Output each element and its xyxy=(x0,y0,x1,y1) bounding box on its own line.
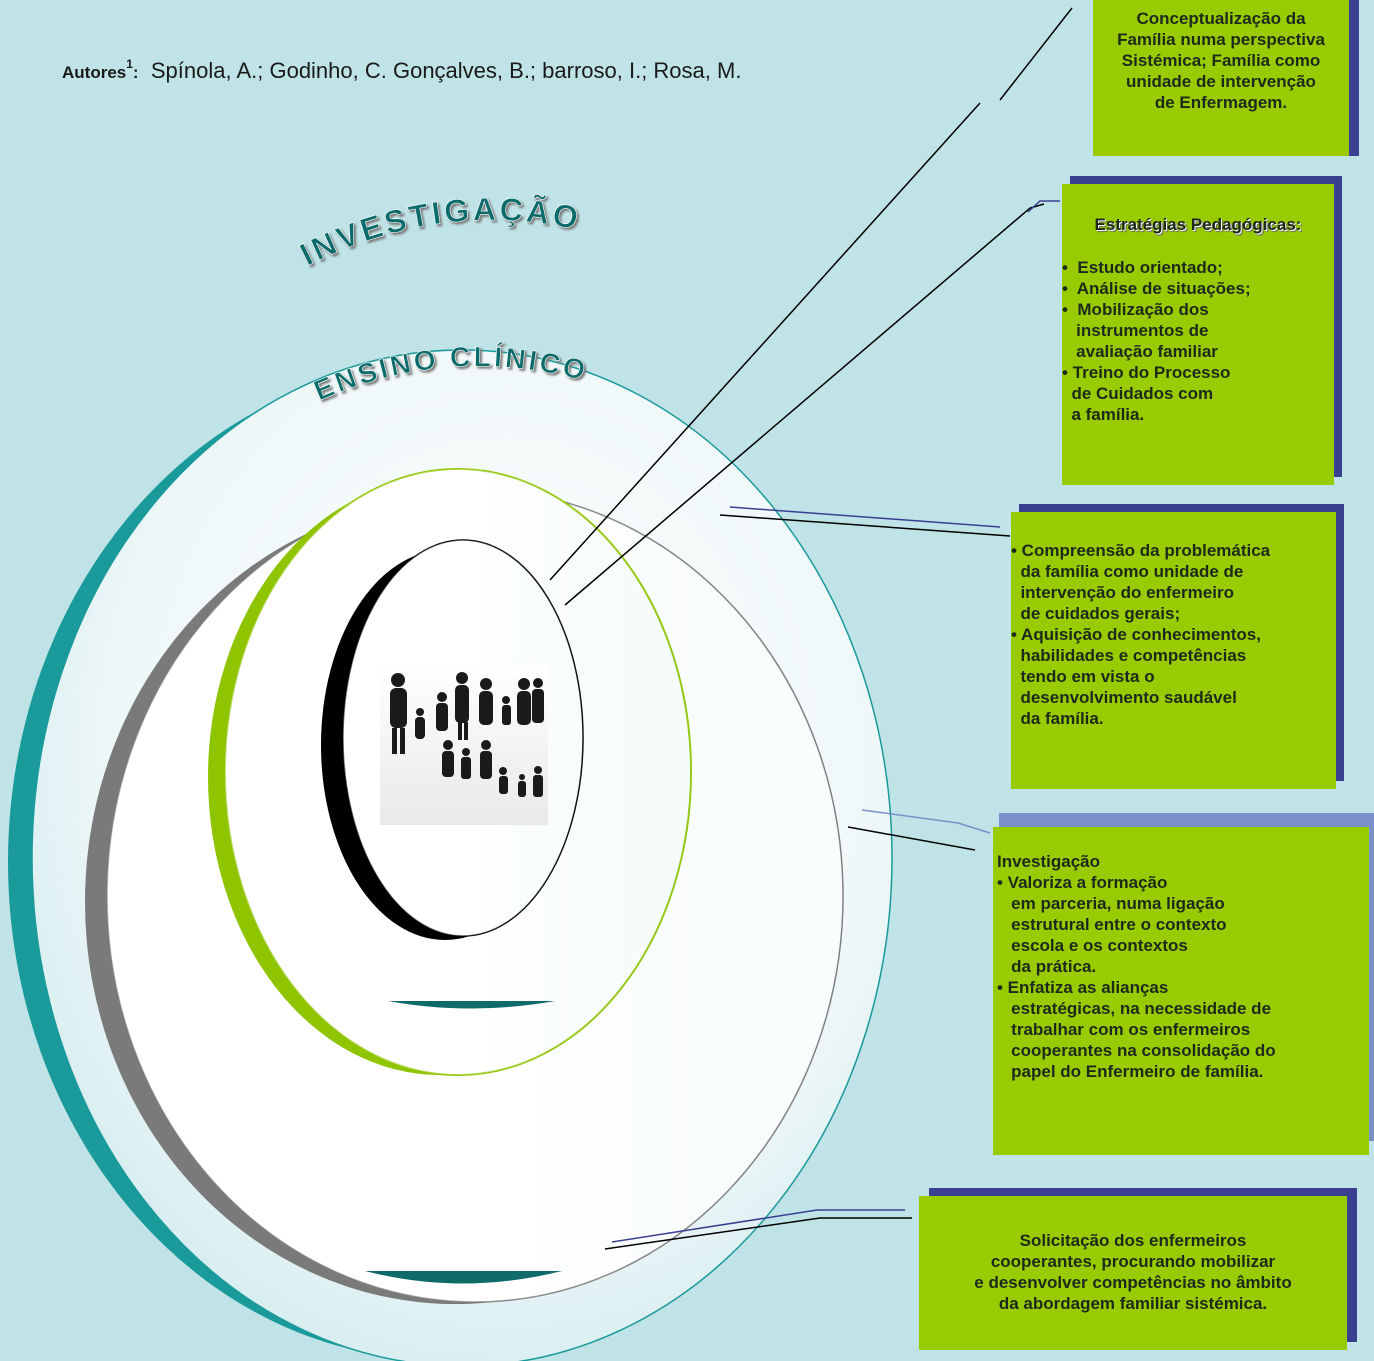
box-line: • Treino do Processo xyxy=(1062,363,1231,382)
box-research: Investigação • Valoriza a formação em pa… xyxy=(993,827,1369,1155)
box-line: • Enfatiza as alianças xyxy=(997,978,1169,997)
teal-bar-outer xyxy=(365,1271,562,1284)
box-line: trabalhar com os enfermeiros xyxy=(997,1020,1251,1039)
box-line: cooperantes, procurando mobilizar xyxy=(990,1252,1276,1271)
box-line: tendo em vista o xyxy=(1011,667,1155,686)
connector-ring-to-box5 xyxy=(604,1217,912,1250)
box-line: • Compreensão da problemática xyxy=(1011,541,1271,560)
box-line: papel do Enfermeiro de família. xyxy=(997,1062,1264,1081)
box-line: de cuidados gerais; xyxy=(1011,604,1181,623)
box-line: de Enfermagem. xyxy=(1154,93,1288,112)
connector-ring-to-box4 xyxy=(847,826,976,851)
box-line: da família. xyxy=(1011,709,1104,728)
box-line: habilidades e competências xyxy=(1011,646,1247,665)
box-line: e desenvolver competências no âmbito xyxy=(974,1273,1292,1292)
box-line: Sistémica; Família como xyxy=(1121,51,1321,70)
box-line: de Cuidados com xyxy=(1062,384,1214,403)
box-heading: Estratégias Pedagógicas: xyxy=(1094,215,1302,234)
connectors xyxy=(549,7,1073,1250)
box-line: • Análise de situações; xyxy=(1062,279,1251,298)
box-line: estrutural entre o contexto xyxy=(997,915,1227,934)
box-line: • Mobilização dos xyxy=(1062,300,1209,319)
box-line: escola e os contextos xyxy=(997,936,1188,955)
box-line: • Aquisição de conhecimentos, xyxy=(1011,625,1261,644)
authors-names: Spínola, A.; Godinho, C. Gonçalves, B.; … xyxy=(150,58,742,83)
box-line: da família como unidade de xyxy=(1011,562,1244,581)
box-line: Família numa perspectiva xyxy=(1117,30,1325,49)
box-line: Solicitação dos enfermeiros xyxy=(1019,1231,1247,1250)
box-nurses: Solicitação dos enfermeiros cooperantes,… xyxy=(919,1196,1347,1350)
authors-colon: : xyxy=(132,63,139,82)
box-line: cooperantes na consolidação do xyxy=(997,1041,1276,1060)
connector-ring-to-box5-blue xyxy=(611,1209,905,1243)
connector-core-to-box1 xyxy=(549,102,981,581)
connector-ring-to-box3-blue xyxy=(729,506,1001,528)
connector-box1-top xyxy=(999,7,1073,101)
box-line: Conceptualização da xyxy=(1136,9,1306,28)
connector-ring-to-box3 xyxy=(719,514,1011,537)
box-line: em parceria, numa ligação xyxy=(997,894,1225,913)
box-line: da abordagem familiar sistémica. xyxy=(998,1294,1268,1313)
box-objectives: • Compreensão da problemática da família… xyxy=(1011,512,1336,789)
teal-bar-inner xyxy=(388,1001,555,1009)
box-line: unidade de intervenção xyxy=(1126,72,1316,91)
box-line: avaliação familiar xyxy=(1062,342,1218,361)
box-line: da prática. xyxy=(997,957,1097,976)
connector-ring-to-box4-blue xyxy=(861,809,991,834)
authors-superscript: 1 xyxy=(126,56,133,71)
box-line: a família. xyxy=(1062,405,1145,424)
authors-line: Autores1: Spínola, A.; Godinho, C. Gonça… xyxy=(62,56,742,84)
box-heading: Investigação xyxy=(997,852,1100,871)
box-conceptualization: Conceptualização da Família numa perspec… xyxy=(1093,0,1349,156)
box-line: estratégicas, na necessidade de xyxy=(997,999,1272,1018)
box-line: • Valoriza a formação xyxy=(997,873,1168,892)
family-image xyxy=(380,663,548,825)
box-line: • Estudo orientado; xyxy=(1062,258,1223,277)
box-line: instrumentos de xyxy=(1062,321,1209,340)
authors-label: Autores xyxy=(62,63,127,82)
box-line: intervenção do enfermeiro xyxy=(1011,583,1234,602)
connector-box2-blue xyxy=(1027,200,1060,213)
box-strategies: Estratégias Pedagógicas: • Estudo orient… xyxy=(1062,184,1334,485)
connector-core-to-box2 xyxy=(564,203,1045,606)
box-line: desenvolvimento saudável xyxy=(1011,688,1237,707)
ring-label-investigacao: INVESTIGAÇÃO xyxy=(294,191,584,272)
